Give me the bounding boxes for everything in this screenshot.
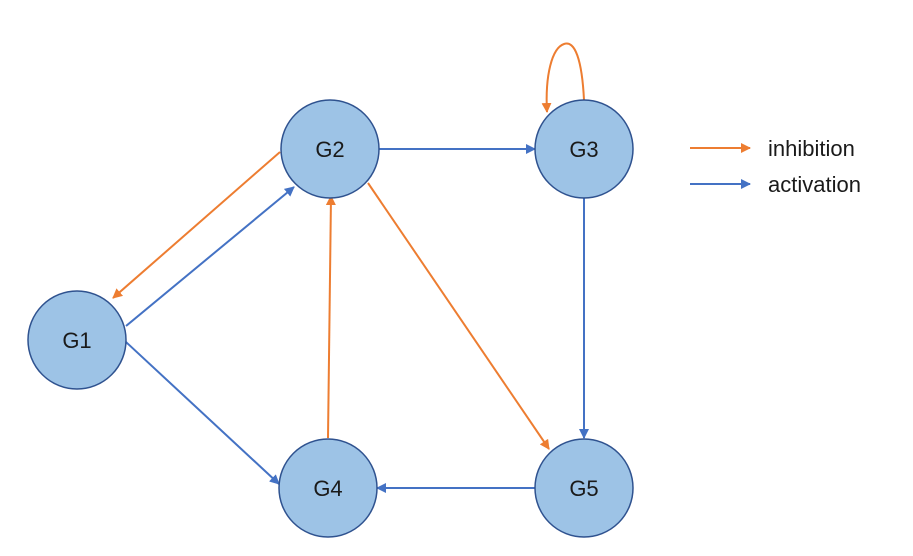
edge-g4-g2-inhibition [325,195,336,439]
node-g1: G1 [27,290,127,390]
edge-g2-g1-inhibition [112,151,281,299]
node-g5-label: G5 [569,476,598,501]
edge-g3-self-inhibition [541,42,585,113]
edge-g1-g4-activation [125,341,280,485]
edges [112,42,589,493]
node-g4: G4 [278,438,378,538]
legend-inhibition-label: inhibition [768,136,855,161]
legend-activation-label: activation [768,172,861,197]
node-g3: G3 [534,99,634,199]
node-g1-circle [27,290,127,390]
node-g4-label: G4 [313,476,342,501]
legend: inhibition activation [690,136,861,197]
node-g2-circle [280,99,380,199]
edge-g2-g5-inhibition [367,182,550,450]
node-g5: G5 [534,438,634,538]
node-g2: G2 [280,99,380,199]
node-g1-label: G1 [62,328,91,353]
edge-g1-g2-activation [125,186,295,327]
node-g3-circle [534,99,634,199]
node-g3-label: G3 [569,137,598,162]
node-g5-circle [534,438,634,538]
node-g2-label: G2 [315,137,344,162]
node-g4-circle [278,438,378,538]
